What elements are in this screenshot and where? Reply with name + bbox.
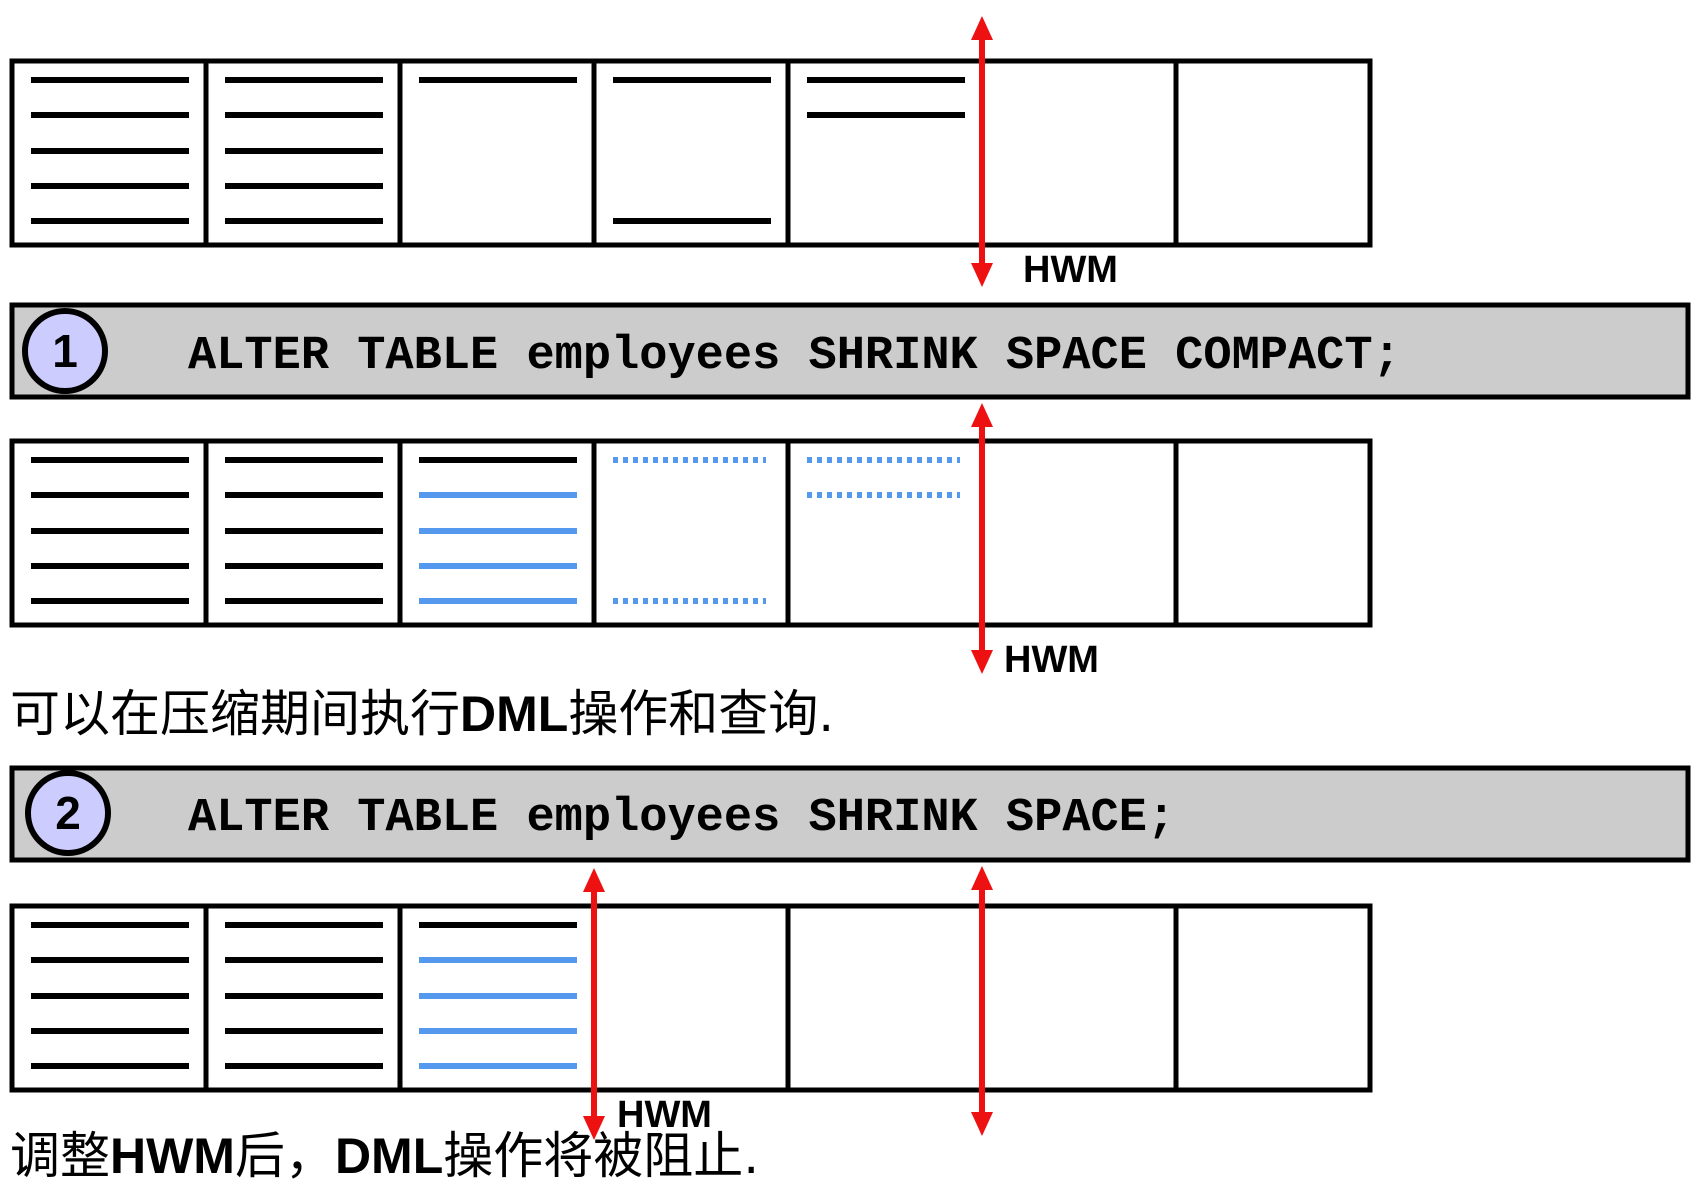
- block-outline: [1173, 438, 1373, 628]
- table-segment-after-compact: [9, 438, 1373, 628]
- caption-shrink: 调整HWM后，DML操作将被阻止.: [10, 1127, 759, 1185]
- block-outline: [591, 58, 791, 248]
- hwm-label: HWM: [1004, 639, 1099, 681]
- command-bar-background: [9, 302, 1691, 400]
- data-block: [979, 438, 1179, 628]
- hwm-arrowhead-top: [971, 403, 993, 427]
- data-block: [979, 903, 1179, 1093]
- data-block: [397, 438, 597, 628]
- caption-dml: DML: [460, 686, 568, 742]
- hwm-arrowhead-bottom: [583, 1116, 605, 1140]
- hwm-arrowhead-top: [583, 868, 605, 892]
- block-outline: [979, 903, 1179, 1093]
- data-block: [397, 903, 597, 1093]
- command-bar-shrink: 2 ALTER TABLE employees SHRINK SPACE;: [9, 765, 1691, 863]
- caption-text: 操作和查询.: [568, 685, 834, 743]
- data-block: [979, 58, 1179, 248]
- data-block: [785, 438, 985, 628]
- data-block: [9, 58, 209, 248]
- sql-command: ALTER TABLE employees SHRINK SPACE COMPA…: [188, 330, 1401, 383]
- caption-hwm: HWM: [110, 1128, 235, 1184]
- block-outline: [785, 58, 985, 248]
- hwm-arrowhead-top: [971, 16, 993, 40]
- caption-text: 可以在压缩期间执行: [10, 685, 460, 743]
- data-block: [1173, 903, 1373, 1093]
- caption-text: 后，: [235, 1127, 335, 1185]
- hwm-marker-after-compact: HWM: [971, 403, 1099, 681]
- data-block: [591, 438, 791, 628]
- data-block: [591, 58, 791, 248]
- data-block: [591, 903, 791, 1093]
- hwm-label: HWM: [617, 1094, 712, 1136]
- data-block: [785, 903, 985, 1093]
- step-number: 1: [52, 325, 78, 377]
- hwm-label: HWM: [1023, 249, 1118, 291]
- caption-compact: 可以在压缩期间执行DML操作和查询.: [10, 685, 834, 743]
- block-outline: [979, 58, 1179, 248]
- block-outline: [785, 438, 985, 628]
- block-outline: [1173, 903, 1373, 1093]
- step-number-circle: [22, 308, 108, 394]
- caption-text: 调整: [10, 1127, 110, 1185]
- hwm-arrowhead-bottom: [971, 263, 993, 287]
- hwm-arrowhead-top: [971, 866, 993, 890]
- data-block: [9, 903, 209, 1093]
- data-block: [397, 58, 597, 248]
- block-outline: [591, 438, 791, 628]
- block-outline: [979, 438, 1179, 628]
- data-block: [1173, 438, 1373, 628]
- data-block: [203, 58, 403, 248]
- sql-command: ALTER TABLE employees SHRINK SPACE;: [188, 792, 1175, 845]
- data-block: [203, 903, 403, 1093]
- block-outline: [397, 58, 597, 248]
- command-bar-compact: 1 ALTER TABLE employees SHRINK SPACE COM…: [9, 302, 1691, 400]
- table-segment-after-shrink: [9, 903, 1373, 1093]
- data-block: [1173, 58, 1373, 248]
- caption-dml: DML: [335, 1128, 443, 1184]
- step-number: 2: [55, 787, 81, 839]
- table-segment-before-shrink: [9, 58, 1373, 248]
- block-outline: [1173, 58, 1373, 248]
- hwm-arrowhead-bottom: [971, 1112, 993, 1136]
- hwm-marker-old: [971, 866, 993, 1136]
- caption-text: 操作将被阻止.: [443, 1127, 759, 1185]
- data-block: [203, 438, 403, 628]
- data-block: [785, 58, 985, 248]
- block-outline: [785, 903, 985, 1093]
- hwm-marker-before: HWM: [971, 16, 1118, 291]
- step-number-circle: [25, 770, 111, 856]
- data-block: [9, 438, 209, 628]
- hwm-arrowhead-bottom: [971, 650, 993, 674]
- command-bar-background: [9, 765, 1691, 863]
- hwm-marker-new: HWM: [583, 868, 712, 1140]
- block-outline: [591, 903, 791, 1093]
